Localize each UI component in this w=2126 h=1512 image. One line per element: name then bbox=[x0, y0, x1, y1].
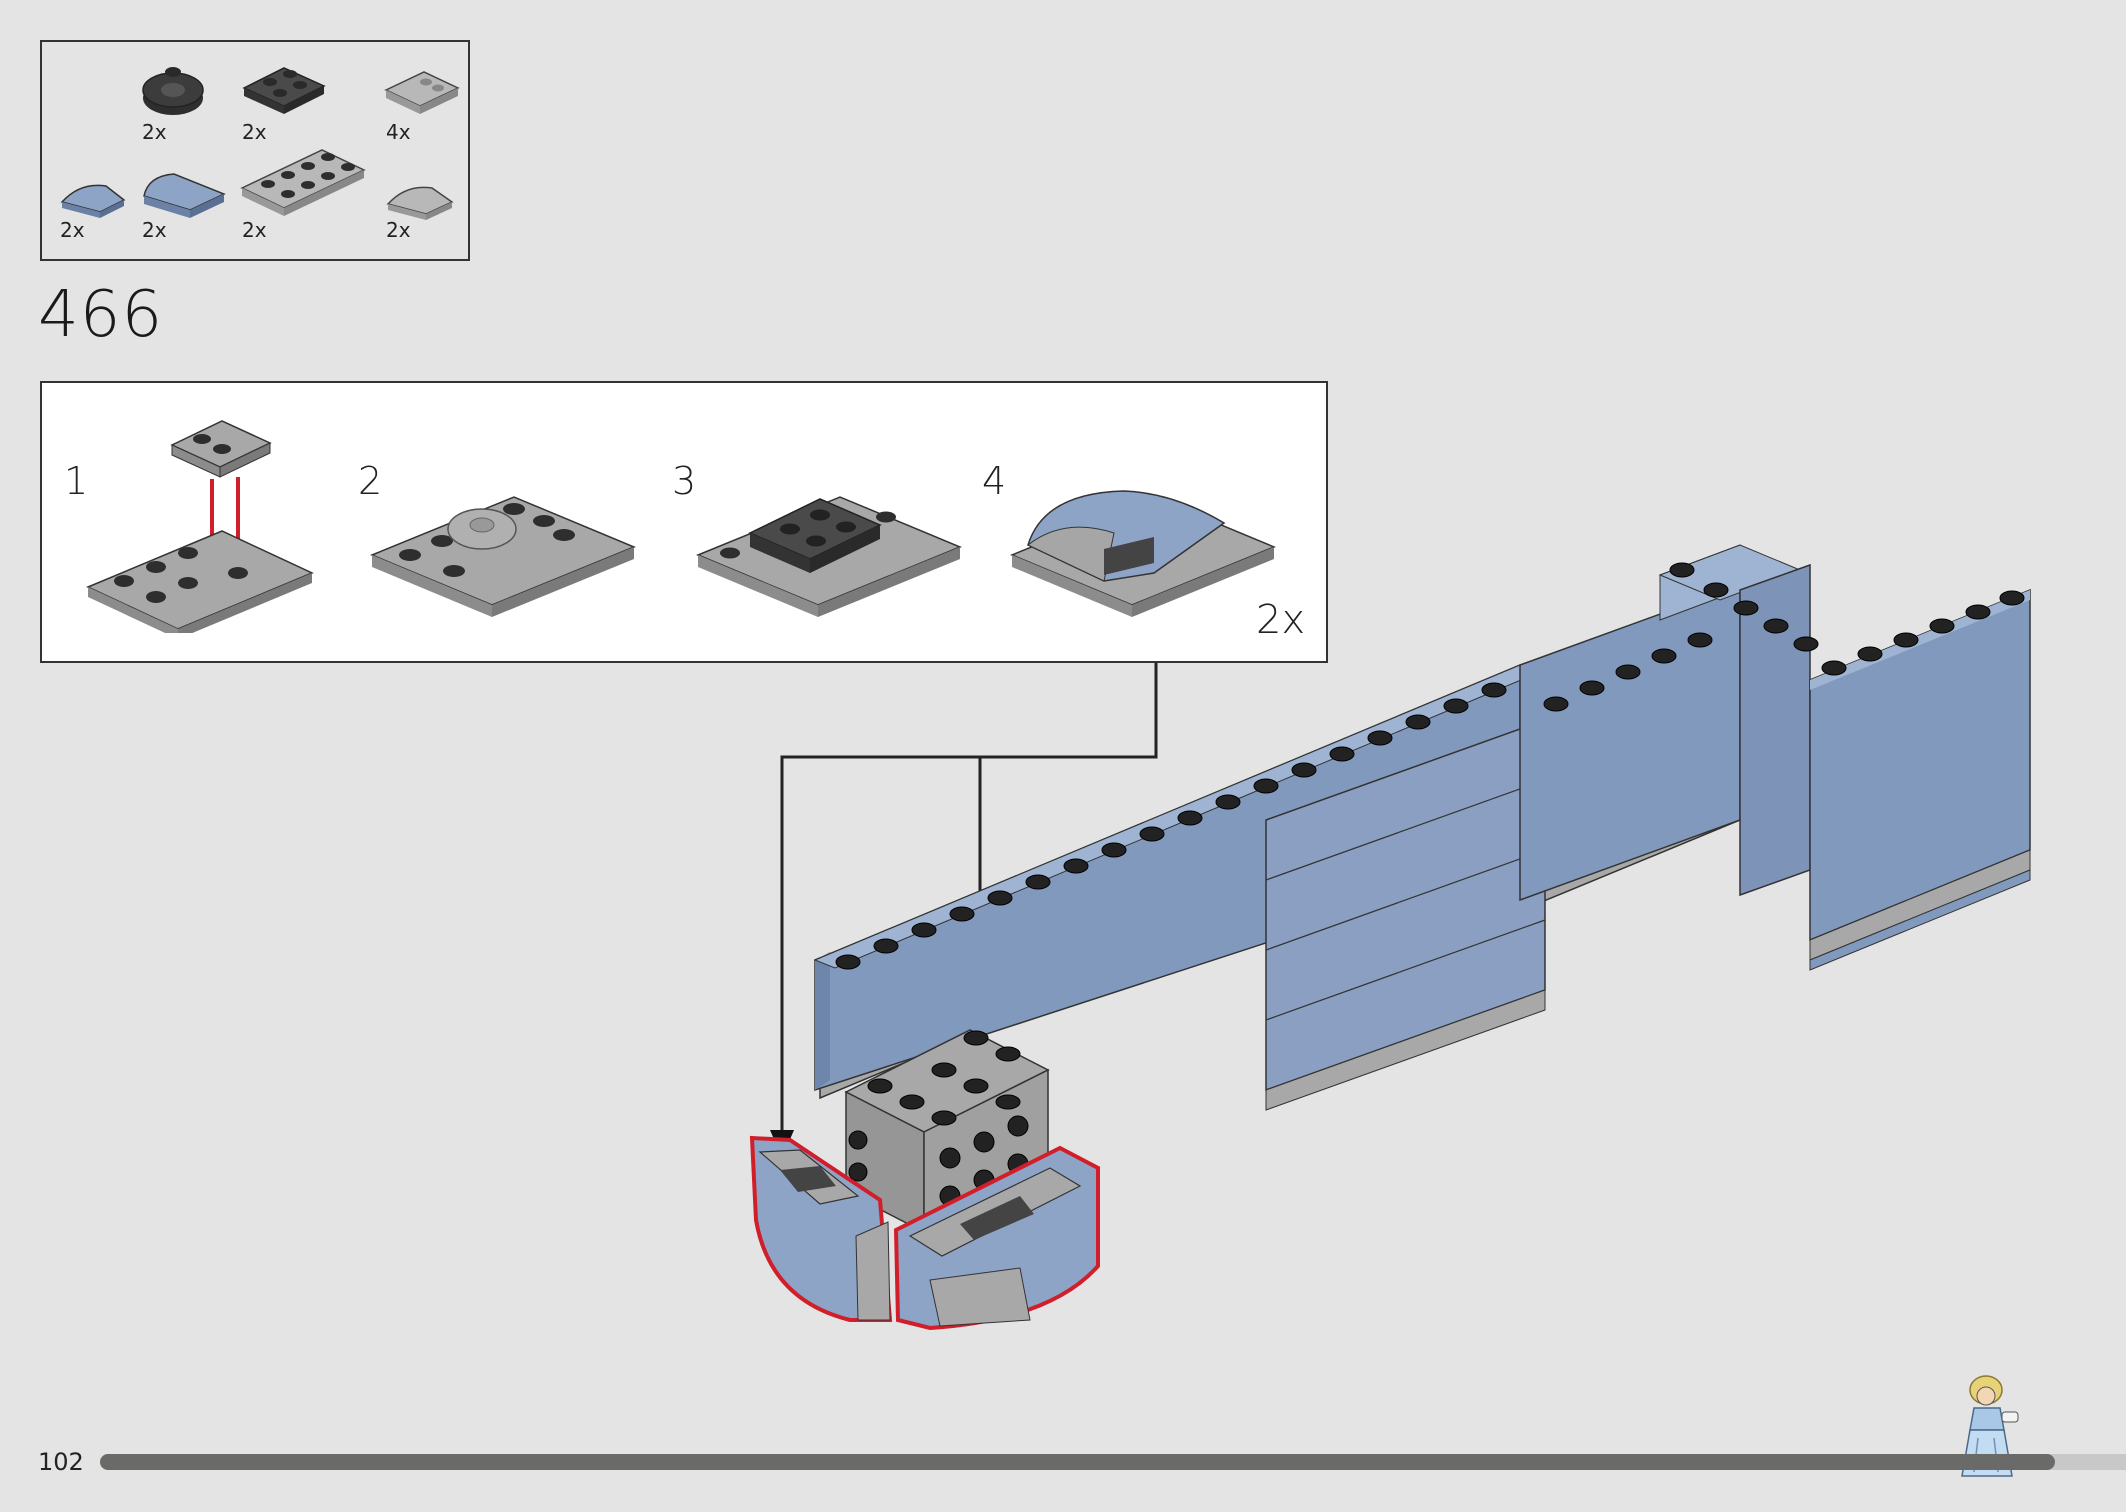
part-quantity: 2x bbox=[242, 218, 267, 242]
light-rail-plate-part-icon bbox=[384, 71, 460, 114]
substep-label: 1 bbox=[64, 459, 89, 503]
page-number: 102 bbox=[38, 1448, 84, 1476]
progress-bar-fill bbox=[100, 1454, 2056, 1470]
substeps-box: 1 2 3 4 bbox=[40, 381, 1328, 663]
part-quantity: 2x bbox=[142, 218, 167, 242]
part-quantity: 2x bbox=[142, 120, 167, 144]
step-number: 466 bbox=[38, 278, 164, 352]
substep-label: 2 bbox=[358, 459, 383, 503]
round-turntable-part-icon bbox=[142, 67, 204, 115]
substep-4-illustration bbox=[1010, 490, 1276, 617]
substep-label: 4 bbox=[982, 459, 1007, 503]
substep-2-illustration bbox=[370, 496, 636, 617]
substep-3-illustration bbox=[696, 496, 962, 617]
light-plate-2x4-part-icon bbox=[240, 149, 366, 216]
part-quantity: 4x bbox=[386, 120, 411, 144]
part-quantity: 2x bbox=[60, 218, 85, 242]
small-light-curved-part-icon bbox=[386, 186, 454, 220]
substep-multiplier: 2x bbox=[1256, 597, 1306, 643]
substep-label: 3 bbox=[672, 459, 697, 503]
small-blue-curved-part-icon bbox=[60, 184, 126, 218]
dark-plate-part-icon bbox=[242, 67, 326, 114]
part-quantity: 2x bbox=[242, 120, 267, 144]
parts-list-box: 2x 2x 4x 2x 2x bbox=[40, 40, 470, 261]
large-blue-curved-part-icon bbox=[143, 173, 226, 218]
substep-1-illustration bbox=[86, 420, 314, 633]
progress-bar bbox=[100, 1454, 2126, 1470]
part-quantity: 2x bbox=[386, 218, 411, 242]
